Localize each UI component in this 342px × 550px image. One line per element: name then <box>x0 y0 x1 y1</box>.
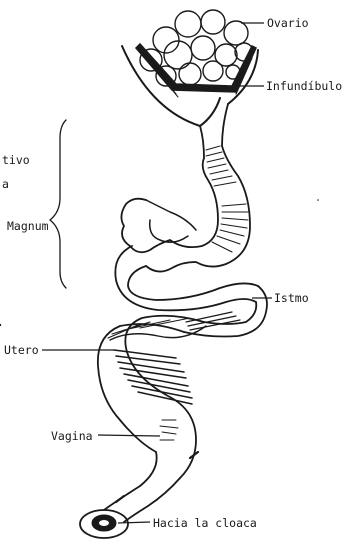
infundibulum-label: Infundíbulo <box>266 79 342 93</box>
follicle <box>224 21 248 45</box>
follicle <box>203 61 223 81</box>
vagina-label: Vagina <box>51 429 93 443</box>
ovary-illustration <box>140 10 253 86</box>
ovary-label: Ovario <box>267 16 309 30</box>
follicle <box>191 36 215 60</box>
magnum-label: Magnum <box>7 219 49 233</box>
follicle <box>201 10 225 34</box>
uterus-label: Utero <box>4 343 39 357</box>
cloaca-leader <box>118 522 150 523</box>
follicle <box>175 11 201 37</box>
vagina-leader <box>98 435 160 436</box>
leader-lines <box>42 23 272 523</box>
partial-label-1: tivo <box>2 153 30 167</box>
speck <box>0 324 1 326</box>
speck <box>317 199 319 201</box>
grouping-brace <box>50 120 66 288</box>
partial-label-2: a <box>2 177 9 191</box>
follicle <box>179 63 201 85</box>
isthmus-label: Istmo <box>274 291 309 305</box>
cloaca-label: Hacia la cloaca <box>153 516 257 530</box>
